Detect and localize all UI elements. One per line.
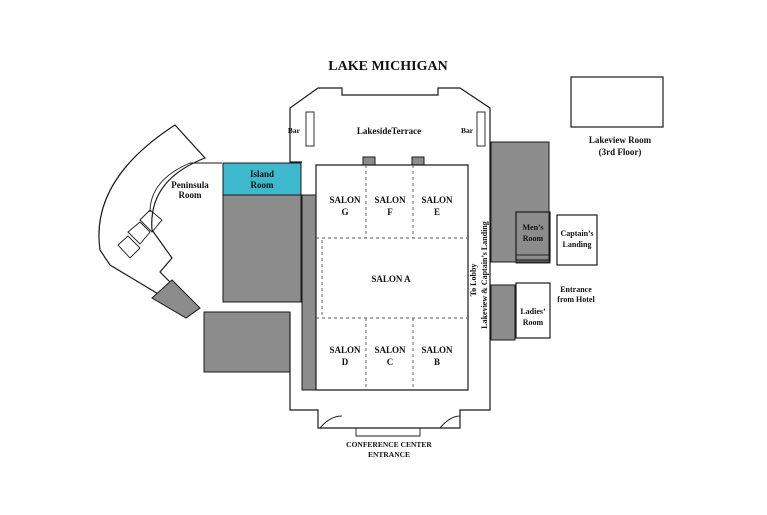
island-room-label-2: Room bbox=[251, 180, 274, 190]
captains-landing-room[interactable] bbox=[556, 214, 598, 266]
ballroom-outline bbox=[315, 164, 469, 391]
gray-block-right-top bbox=[490, 141, 550, 263]
salon-a[interactable]: SALON A bbox=[371, 274, 411, 284]
lakeside-terrace-outline[interactable] bbox=[289, 87, 491, 163]
entrance-hotel-label-2: from Hotel bbox=[557, 295, 595, 304]
svg-text:G: G bbox=[341, 207, 348, 217]
bar-left-counter bbox=[305, 111, 315, 147]
mens-room-label-1: Men’s bbox=[522, 223, 543, 232]
gray-block-left-large bbox=[222, 194, 302, 303]
column-2 bbox=[411, 156, 425, 166]
corridor-label: Lakeview & Captain’s Landing bbox=[480, 221, 489, 329]
captains-landing-label-1: Captain’s bbox=[560, 229, 593, 238]
svg-text:E: E bbox=[434, 207, 440, 217]
salon-g[interactable]: SALON G bbox=[329, 195, 361, 217]
conference-entrance-label-2: ENTRANCE bbox=[368, 450, 410, 459]
salon-f[interactable]: SALON F bbox=[374, 195, 406, 217]
svg-text:D: D bbox=[342, 357, 349, 367]
to-lobby-label: To Lobby bbox=[469, 264, 478, 297]
column-1 bbox=[362, 156, 376, 166]
bar-right-counter bbox=[476, 111, 486, 147]
salon-b[interactable]: SALON B bbox=[421, 345, 453, 367]
ballroom-outer-wall bbox=[289, 162, 491, 429]
entrance-hotel-label-1: Entrance bbox=[560, 285, 592, 294]
gray-block-peninsula bbox=[151, 279, 201, 319]
ladies-room-label-2: Room bbox=[523, 318, 544, 327]
map-title: LAKE MICHIGAN bbox=[328, 59, 447, 74]
svg-text:SALON: SALON bbox=[421, 345, 453, 355]
conference-entrance-label-1: CONFERENCE CENTER bbox=[346, 440, 432, 449]
svg-text:SALON: SALON bbox=[374, 195, 406, 205]
salon-e[interactable]: SALON E bbox=[421, 195, 453, 217]
bar-left-label: Bar bbox=[288, 126, 301, 135]
captains-landing-label-2: Landing bbox=[563, 240, 592, 249]
svg-text:SALON: SALON bbox=[329, 195, 361, 205]
peninsula-inner-wall bbox=[149, 162, 222, 213]
svg-text:F: F bbox=[387, 207, 393, 217]
mens-room-annex bbox=[515, 254, 551, 264]
gray-strip-left bbox=[301, 194, 317, 391]
entrance-doors[interactable] bbox=[319, 415, 461, 437]
svg-text:SALON: SALON bbox=[329, 345, 361, 355]
svg-text:SALON: SALON bbox=[421, 195, 453, 205]
svg-text:B: B bbox=[434, 357, 440, 367]
mens-room-label-2: Room bbox=[523, 234, 544, 243]
peninsula-room-label-2: Room bbox=[179, 190, 202, 200]
peninsula-room-outline[interactable] bbox=[98, 124, 207, 301]
svg-text:C: C bbox=[387, 357, 394, 367]
lakeview-room-label-2: (3rd Floor) bbox=[599, 147, 642, 157]
peninsula-rooms-small bbox=[117, 209, 163, 259]
lakeview-room-label-1: Lakeview Room bbox=[589, 135, 652, 145]
mens-room[interactable] bbox=[515, 211, 551, 261]
island-room[interactable] bbox=[222, 162, 302, 196]
svg-text:SALON: SALON bbox=[374, 345, 406, 355]
gray-block-right-bottom bbox=[490, 284, 516, 341]
bar-right-label: Bar bbox=[461, 126, 474, 135]
lakeview-room[interactable] bbox=[570, 76, 664, 128]
ladies-room-label-1: Ladies’ bbox=[520, 307, 546, 316]
lakeside-terrace-label: LakesideTerrace bbox=[357, 126, 421, 136]
salon-d[interactable]: SALON D bbox=[329, 345, 361, 367]
ladies-room[interactable] bbox=[515, 282, 551, 339]
salon-c[interactable]: SALON C bbox=[374, 345, 406, 367]
island-room-label-1: Island bbox=[250, 169, 274, 179]
peninsula-room-label-1: Peninsula bbox=[171, 180, 209, 190]
gray-block-left-lower bbox=[203, 311, 291, 373]
